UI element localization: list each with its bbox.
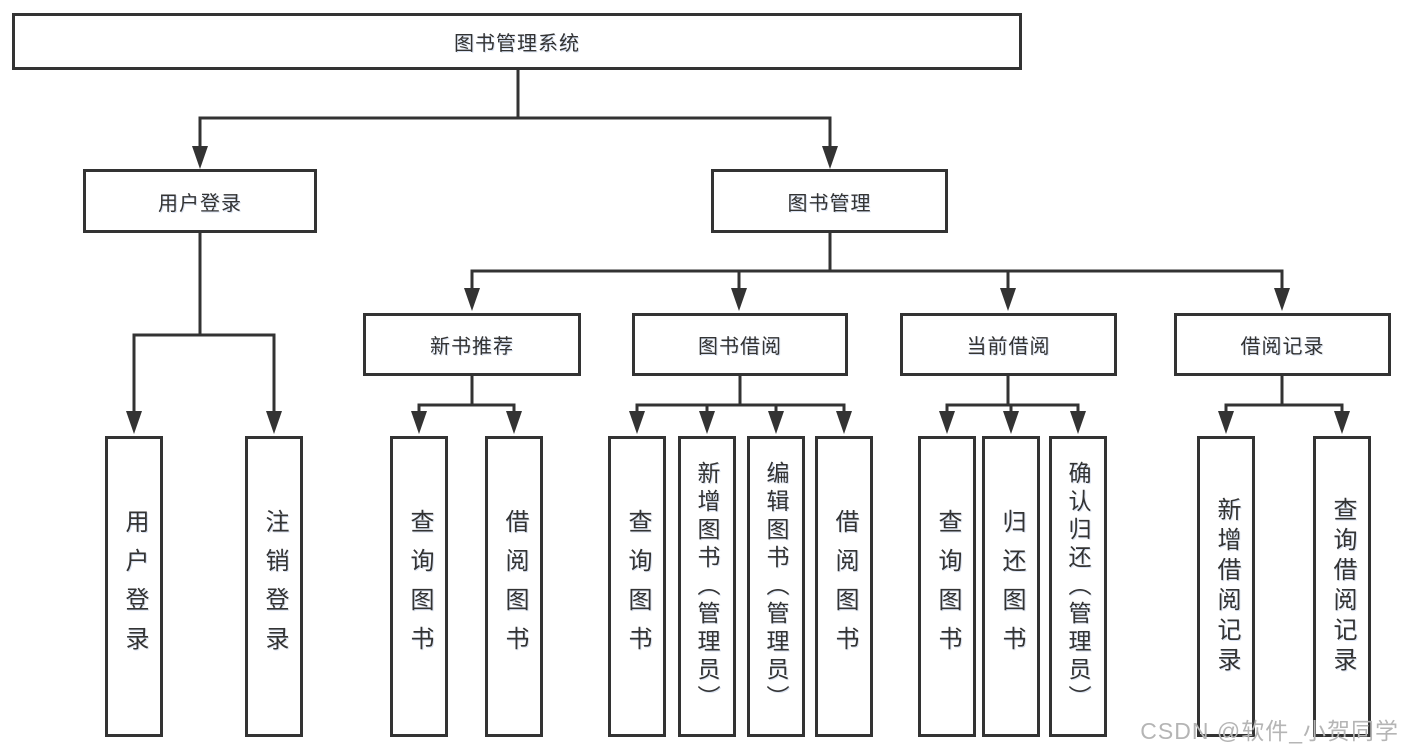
node-new-book-recommendation: 新书推荐 (363, 313, 581, 376)
arrowheads (126, 146, 1350, 434)
leaf-edit-books-admin-label: 编辑图书（管理员） (763, 460, 789, 713)
node-borrowing-records: 借阅记录 (1174, 313, 1391, 376)
node-current-borrowing-label: 当前借阅 (966, 336, 1051, 358)
node-book-borrowing: 图书借阅 (632, 313, 848, 376)
leaf-logout-label: 注销登录 (261, 508, 288, 665)
leaf-user-login: 用户登录 (105, 436, 163, 737)
node-library-management-system-label: 图书管理系统 (454, 33, 580, 55)
leaf-query-books-borrowing-label: 查询图书 (624, 508, 651, 665)
node-current-borrowing: 当前借阅 (900, 313, 1117, 376)
leaf-query-books-current: 查询图书 (918, 436, 976, 737)
leaf-confirm-return-admin-label: 确认归还（管理员） (1065, 460, 1091, 713)
leaf-user-login-label: 用户登录 (121, 508, 148, 665)
leaf-add-books-admin-label: 新增图书（管理员） (694, 460, 720, 713)
leaf-query-books-borrowing: 查询图书 (608, 436, 666, 737)
leaf-logout: 注销登录 (245, 436, 303, 737)
node-user-login-branch: 用户登录 (83, 169, 317, 233)
leaf-query-books-current-label: 查询图书 (934, 508, 961, 665)
node-book-management-branch-label: 图书管理 (787, 192, 872, 215)
leaf-borrow-books-borrowing-label: 借阅图书 (831, 508, 858, 665)
leaf-add-books-admin: 新增图书（管理员） (678, 436, 736, 737)
leaf-add-borrow-record: 新增借阅记录 (1197, 436, 1255, 737)
node-new-book-recommendation-label: 新书推荐 (430, 336, 514, 358)
leaf-query-books-recommend-label: 查询图书 (406, 508, 433, 665)
leaf-query-borrow-record: 查询借阅记录 (1313, 436, 1371, 737)
csdn-watermark: CSDN @软件_小贺同学 (1140, 718, 1399, 744)
leaf-confirm-return-admin: 确认归还（管理员） (1049, 436, 1107, 737)
node-borrowing-records-label: 借阅记录 (1240, 336, 1325, 358)
leaf-add-borrow-record-label: 新增借阅记录 (1213, 496, 1240, 677)
node-book-borrowing-label: 图书借阅 (698, 336, 782, 358)
leaf-borrow-books-borrowing: 借阅图书 (815, 436, 873, 737)
leaf-borrow-books-recommend-label: 借阅图书 (501, 508, 528, 665)
leaf-return-books-label: 归还图书 (998, 508, 1025, 665)
leaf-edit-books-admin: 编辑图书（管理员） (747, 436, 805, 737)
node-user-login-branch-label: 用户登录 (158, 192, 242, 215)
node-book-management-branch: 图书管理 (711, 169, 948, 233)
node-library-management-system: 图书管理系统 (12, 13, 1022, 70)
leaf-query-books-recommend: 查询图书 (390, 436, 448, 737)
leaf-query-borrow-record-label: 查询借阅记录 (1329, 496, 1356, 677)
leaf-return-books: 归还图书 (982, 436, 1040, 737)
leaf-borrow-books-recommend: 借阅图书 (485, 436, 543, 737)
